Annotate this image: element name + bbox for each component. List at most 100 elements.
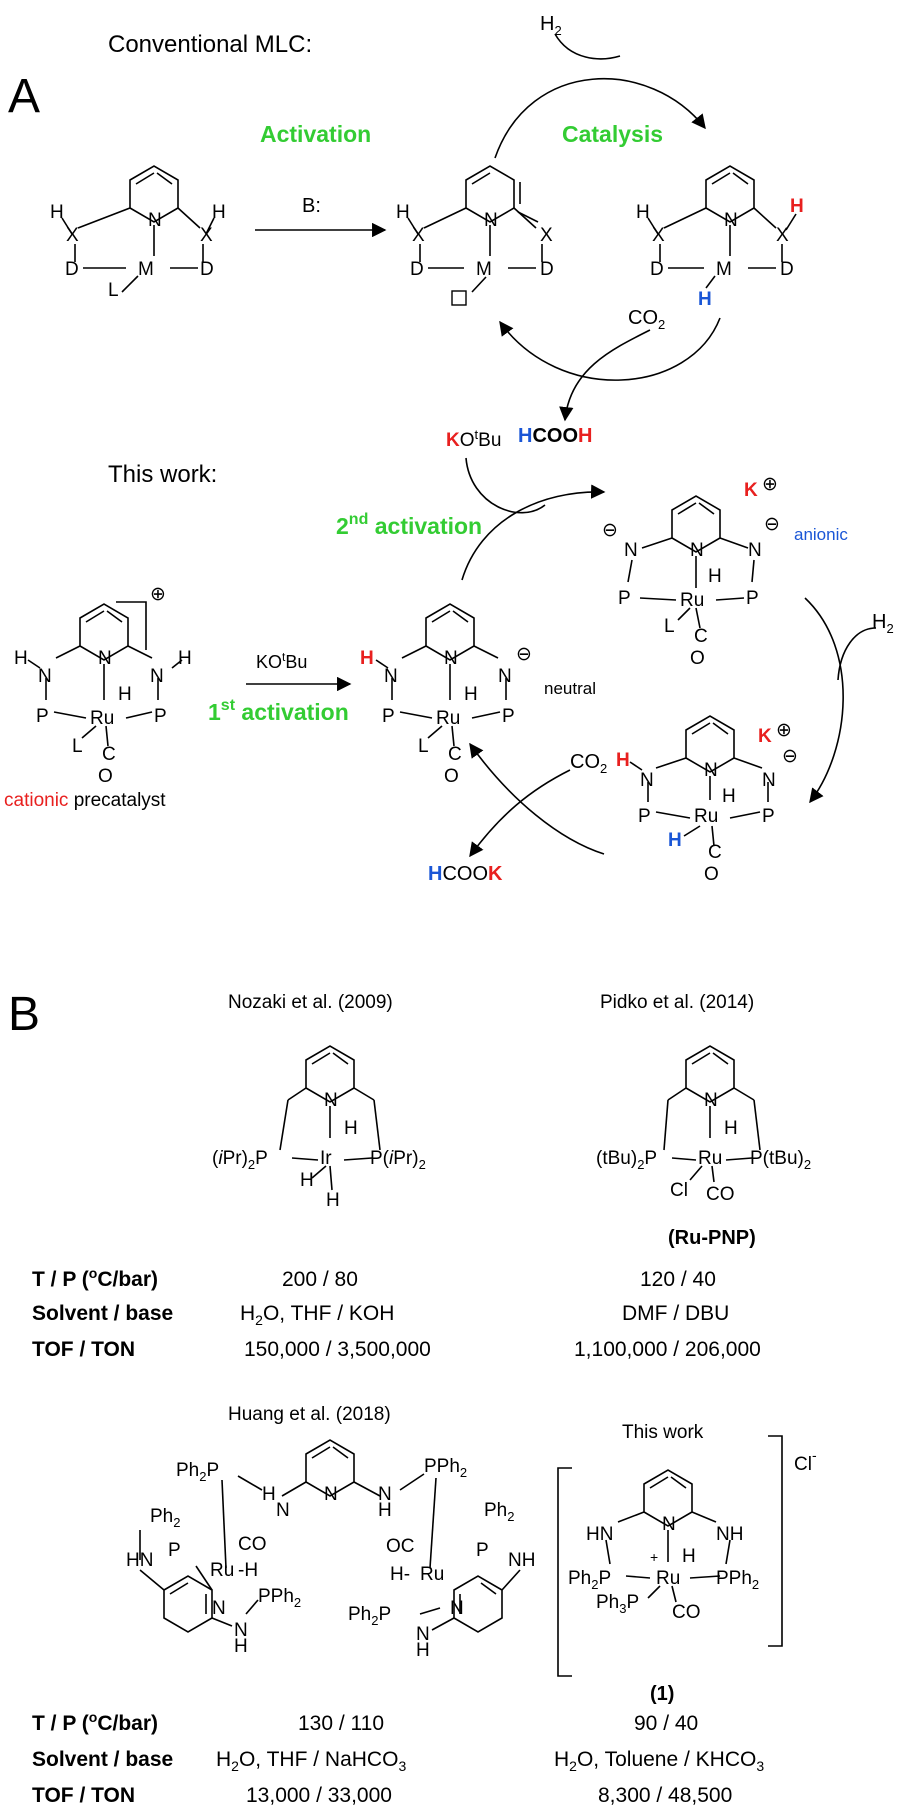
- row-label-tof-2: TOF / TON: [32, 1784, 135, 1807]
- svg-text:H: H: [118, 684, 132, 705]
- svg-text:H-: H-: [390, 1564, 410, 1585]
- svg-text:OC: OC: [386, 1536, 415, 1557]
- svg-text:N: N: [416, 1624, 430, 1645]
- svg-text:Ru: Ru: [436, 708, 460, 729]
- svg-text:HN: HN: [126, 1550, 153, 1571]
- svg-text:H: H: [234, 1636, 248, 1657]
- hcooh-product: HCOOH: [518, 425, 592, 447]
- nozaki-tof: 150,000 / 3,500,000: [244, 1338, 431, 1361]
- row-label-tp-2: T / P (oC/bar): [32, 1709, 158, 1735]
- kotbu-mid: KOtBu: [256, 650, 307, 672]
- svg-text:N: N: [624, 540, 638, 561]
- svg-text:Ph2: Ph2: [484, 1500, 514, 1524]
- svg-text:Ru: Ru: [656, 1568, 680, 1589]
- svg-text:N: N: [234, 1620, 248, 1641]
- second-activation-label: 2nd activation: [336, 511, 482, 539]
- svg-text:X: X: [66, 225, 79, 246]
- kotbu-feed-line: [465, 457, 546, 514]
- svg-text:O: O: [690, 648, 705, 669]
- neutral-complex: N N N H P P Ru H L C O ⊖: [360, 603, 532, 787]
- row-label-tof-1: TOF / TON: [32, 1338, 135, 1361]
- catalysis-upper-arc: [494, 77, 706, 159]
- svg-text:M: M: [716, 259, 732, 280]
- co2-insertion-arc: [469, 742, 605, 855]
- row-label-solvent-2: Solvent / base: [32, 1748, 173, 1771]
- svg-text:C: C: [694, 626, 708, 647]
- pidko-ru-complex: N H (tBu)2P Ru P(tBu)2 Cl CO: [596, 1045, 811, 1205]
- svg-text:H: H: [344, 1118, 358, 1139]
- svg-text:N: N: [748, 540, 762, 561]
- svg-text:P: P: [168, 1540, 181, 1561]
- svg-text:H: H: [722, 786, 736, 807]
- svg-text:H: H: [378, 1500, 392, 1521]
- anionic-complex: N N N P P Ru H L C O ⊖ ⊖ K ⊕: [602, 474, 780, 669]
- h2-label-top: H2: [540, 13, 562, 38]
- svg-text:N: N: [276, 1500, 290, 1521]
- svg-text:Ru: Ru: [698, 1148, 722, 1169]
- svg-text:N: N: [704, 760, 718, 781]
- svg-text:N: N: [724, 210, 738, 231]
- svg-text:HN: HN: [586, 1524, 613, 1545]
- svg-text:D: D: [780, 259, 794, 280]
- table-block-1: T / P (oC/bar) Solvent / base TOF / TON …: [32, 1265, 761, 1361]
- svg-text:X: X: [540, 225, 553, 246]
- second-activation-arrow: [461, 484, 606, 581]
- svg-text:H: H: [396, 202, 410, 223]
- catalysis-label: Catalysis: [562, 121, 663, 147]
- svg-text:Ph2P: Ph2P: [176, 1460, 219, 1484]
- svg-text:N: N: [444, 648, 458, 669]
- svg-text:PPh2: PPh2: [716, 1568, 759, 1592]
- svg-text:N: N: [324, 1090, 338, 1111]
- svg-text:N: N: [98, 648, 112, 669]
- svg-text:(iPr)2P: (iPr)2P: [212, 1148, 268, 1172]
- compound-1-label: (1): [650, 1683, 674, 1705]
- svg-text:H: H: [50, 202, 64, 223]
- nozaki-tp: 200 / 80: [282, 1268, 358, 1291]
- thiswork-solvent: H2O, Toluene / KHCO3: [554, 1748, 764, 1774]
- svg-text:N: N: [662, 1514, 676, 1535]
- huang-ref: Huang et al. (2018): [228, 1404, 391, 1425]
- conventional-complex-2: N H X X D D M: [396, 165, 554, 306]
- svg-text:Ru: Ru: [680, 590, 704, 611]
- h2-label-right: H2: [872, 611, 894, 636]
- svg-text:Ru: Ru: [90, 708, 114, 729]
- svg-text:-H: -H: [238, 1560, 258, 1581]
- svg-text:P: P: [618, 588, 631, 609]
- svg-text:CO: CO: [706, 1184, 735, 1205]
- cationic-word: cationic: [4, 790, 68, 811]
- svg-text:L: L: [664, 616, 675, 637]
- svg-text:CO: CO: [238, 1534, 267, 1555]
- svg-text:H: H: [698, 289, 712, 310]
- panel-b-label: B: [8, 988, 40, 1041]
- row-label-solvent-1: Solvent / base: [32, 1302, 173, 1325]
- svg-text:⊕: ⊕: [150, 584, 166, 605]
- svg-text:K: K: [744, 480, 758, 501]
- svg-text:⊖: ⊖: [782, 746, 798, 767]
- svg-text:(tBu)2P: (tBu)2P: [596, 1148, 657, 1172]
- svg-text:⊖: ⊖: [764, 514, 780, 535]
- neutral-label: neutral: [544, 679, 596, 698]
- svg-text:D: D: [200, 259, 214, 280]
- svg-text:K: K: [758, 726, 772, 747]
- svg-text:N: N: [484, 210, 498, 231]
- huang-dimer-complex: N Ph2P H N N H PPh2 Ph2 P HN Ru -H CO N …: [126, 1439, 535, 1661]
- svg-text:⊕: ⊕: [776, 720, 792, 741]
- chloride-counterion: Cl-: [794, 1447, 817, 1475]
- precatalyst-word: precatalyst: [74, 790, 167, 811]
- svg-text:P: P: [762, 806, 775, 827]
- conventional-complex-1: N H X X H D D M L: [50, 165, 226, 301]
- svg-text:N: N: [148, 210, 162, 231]
- svg-text:+: +: [650, 1549, 658, 1565]
- svg-text:O: O: [444, 766, 459, 787]
- first-activation-label: 1st activation: [208, 697, 349, 725]
- thiswork-tp: 90 / 40: [634, 1712, 698, 1735]
- compound-1: N HN NH Ph2P + Ru H PPh2 Ph3P CO Cl-: [557, 1435, 817, 1677]
- co2-label-bottom: CO2: [570, 751, 607, 776]
- svg-text:PPh2: PPh2: [424, 1456, 467, 1480]
- svg-text:Ph2: Ph2: [150, 1506, 180, 1530]
- svg-text:O: O: [98, 766, 113, 787]
- ru-pnp-label: (Ru-PNP): [668, 1227, 756, 1249]
- svg-text:X: X: [412, 225, 425, 246]
- svg-text:P: P: [502, 706, 515, 727]
- nozaki-solvent: H2O, THF / KOH: [240, 1302, 394, 1328]
